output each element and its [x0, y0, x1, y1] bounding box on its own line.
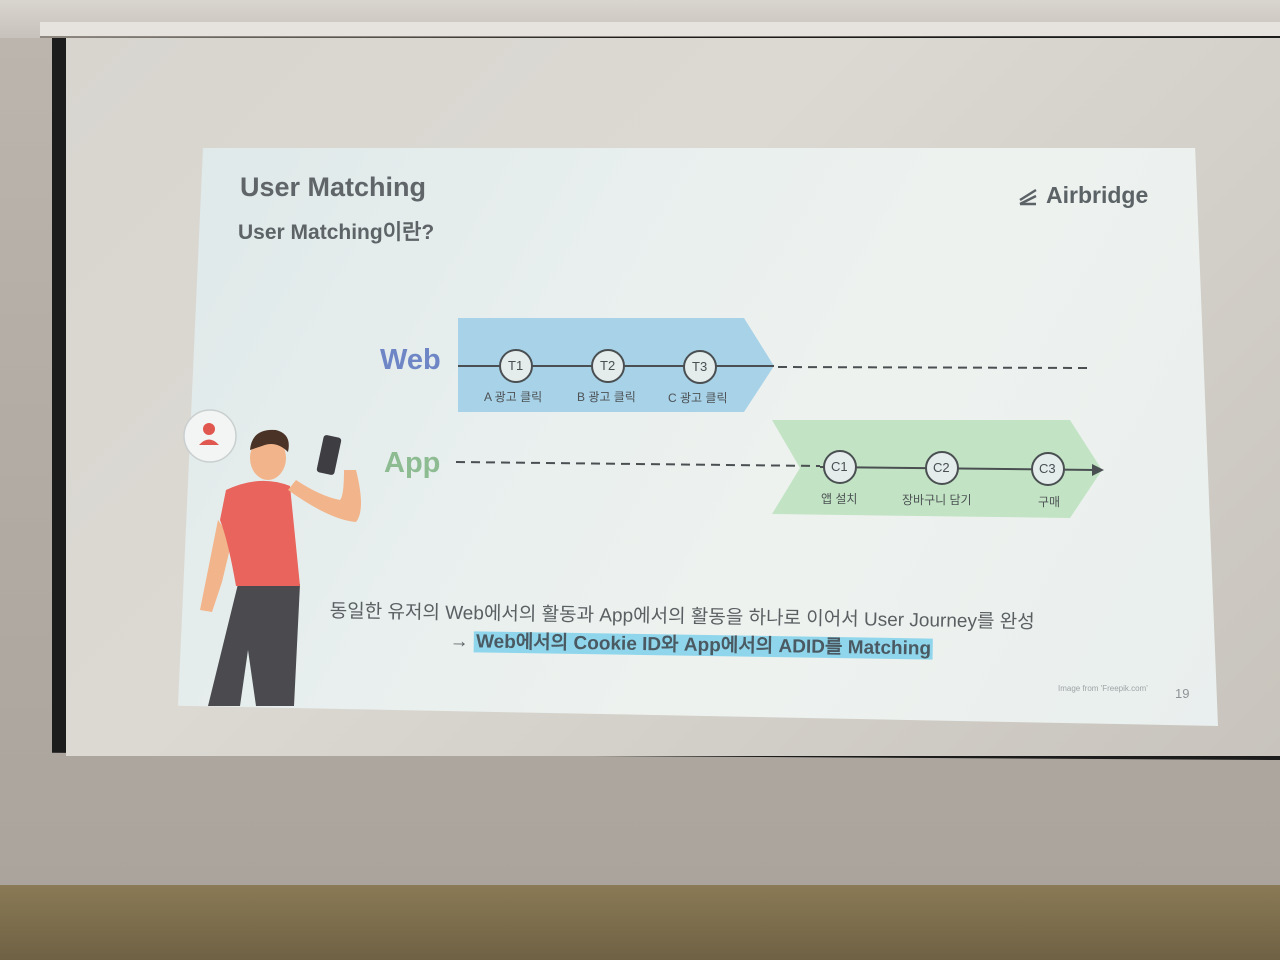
app-line-dashed	[455, 461, 821, 467]
node-t2-caption: B 광고 클릭	[577, 390, 636, 404]
node-c1-caption: 앱 설치	[821, 492, 858, 506]
person-hair	[250, 429, 289, 452]
node-t3-label: T3	[692, 359, 708, 374]
node-t1	[499, 349, 533, 383]
node-t3-caption: C 광고 클릭	[668, 391, 728, 405]
page-number: 19	[1175, 686, 1190, 701]
node-c3-caption: 구매	[1038, 495, 1061, 509]
web-label: Web	[380, 344, 441, 376]
phone-icon	[316, 435, 342, 475]
node-c2	[925, 451, 959, 485]
floor	[0, 885, 1280, 960]
node-t3	[683, 350, 717, 384]
node-c3-label: C3	[1039, 461, 1056, 476]
person-left-arm	[200, 520, 232, 612]
person-legs	[208, 584, 300, 706]
slide-subtitle: User Matching이란?	[238, 221, 435, 244]
logo-text: Airbridge	[1046, 182, 1149, 208]
slide-title: User Matching	[240, 172, 427, 202]
person-shirt	[220, 480, 300, 586]
node-c1-label: C1	[831, 459, 848, 474]
node-t2	[591, 349, 625, 383]
node-t1-label: T1	[508, 358, 524, 373]
node-c2-caption: 장바구니 담기	[902, 493, 972, 507]
node-c2-label: C2	[933, 460, 950, 475]
projector-screen-housing	[40, 22, 1280, 38]
web-line-dashed	[777, 366, 1089, 369]
user-icon-head	[203, 423, 215, 435]
user-icon-body	[199, 439, 219, 445]
node-c1	[823, 450, 857, 484]
airbridge-logo-icon	[1019, 188, 1037, 205]
app-label: App	[384, 447, 441, 479]
node-t1-caption: A 광고 클릭	[484, 390, 543, 404]
user-bubble	[183, 409, 237, 463]
node-t2-label: T2	[600, 358, 616, 373]
image-credit: Image from 'Freepik.com'	[1058, 684, 1148, 693]
person-right-arm	[288, 470, 361, 522]
node-c3	[1031, 452, 1065, 486]
app-arrowhead	[1092, 464, 1104, 476]
arrow-glyph: →	[449, 630, 469, 653]
airbridge-logo: Airbridge	[1018, 182, 1148, 209]
